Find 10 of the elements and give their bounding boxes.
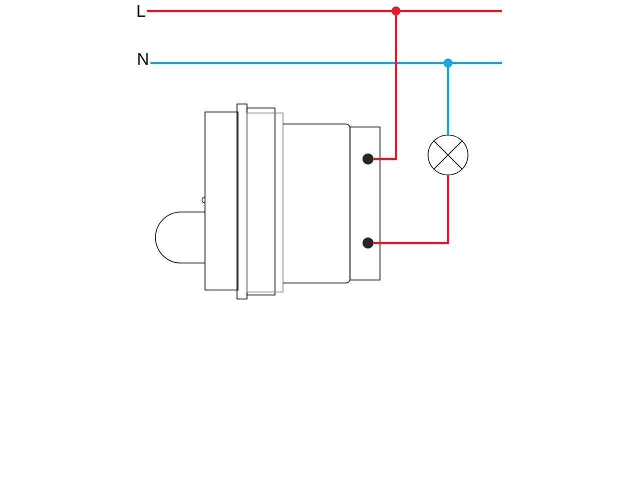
wire	[374, 11, 398, 160]
junction-dot	[392, 6, 400, 16]
terminal-dot	[362, 238, 374, 248]
sensor-drawing	[155, 104, 380, 300]
line-label: N	[138, 53, 148, 65]
junction-dot	[444, 58, 452, 68]
terminal-dot	[362, 154, 374, 164]
wire	[374, 175, 450, 244]
line-label: L	[138, 5, 146, 17]
lamp-symbol	[428, 134, 468, 176]
